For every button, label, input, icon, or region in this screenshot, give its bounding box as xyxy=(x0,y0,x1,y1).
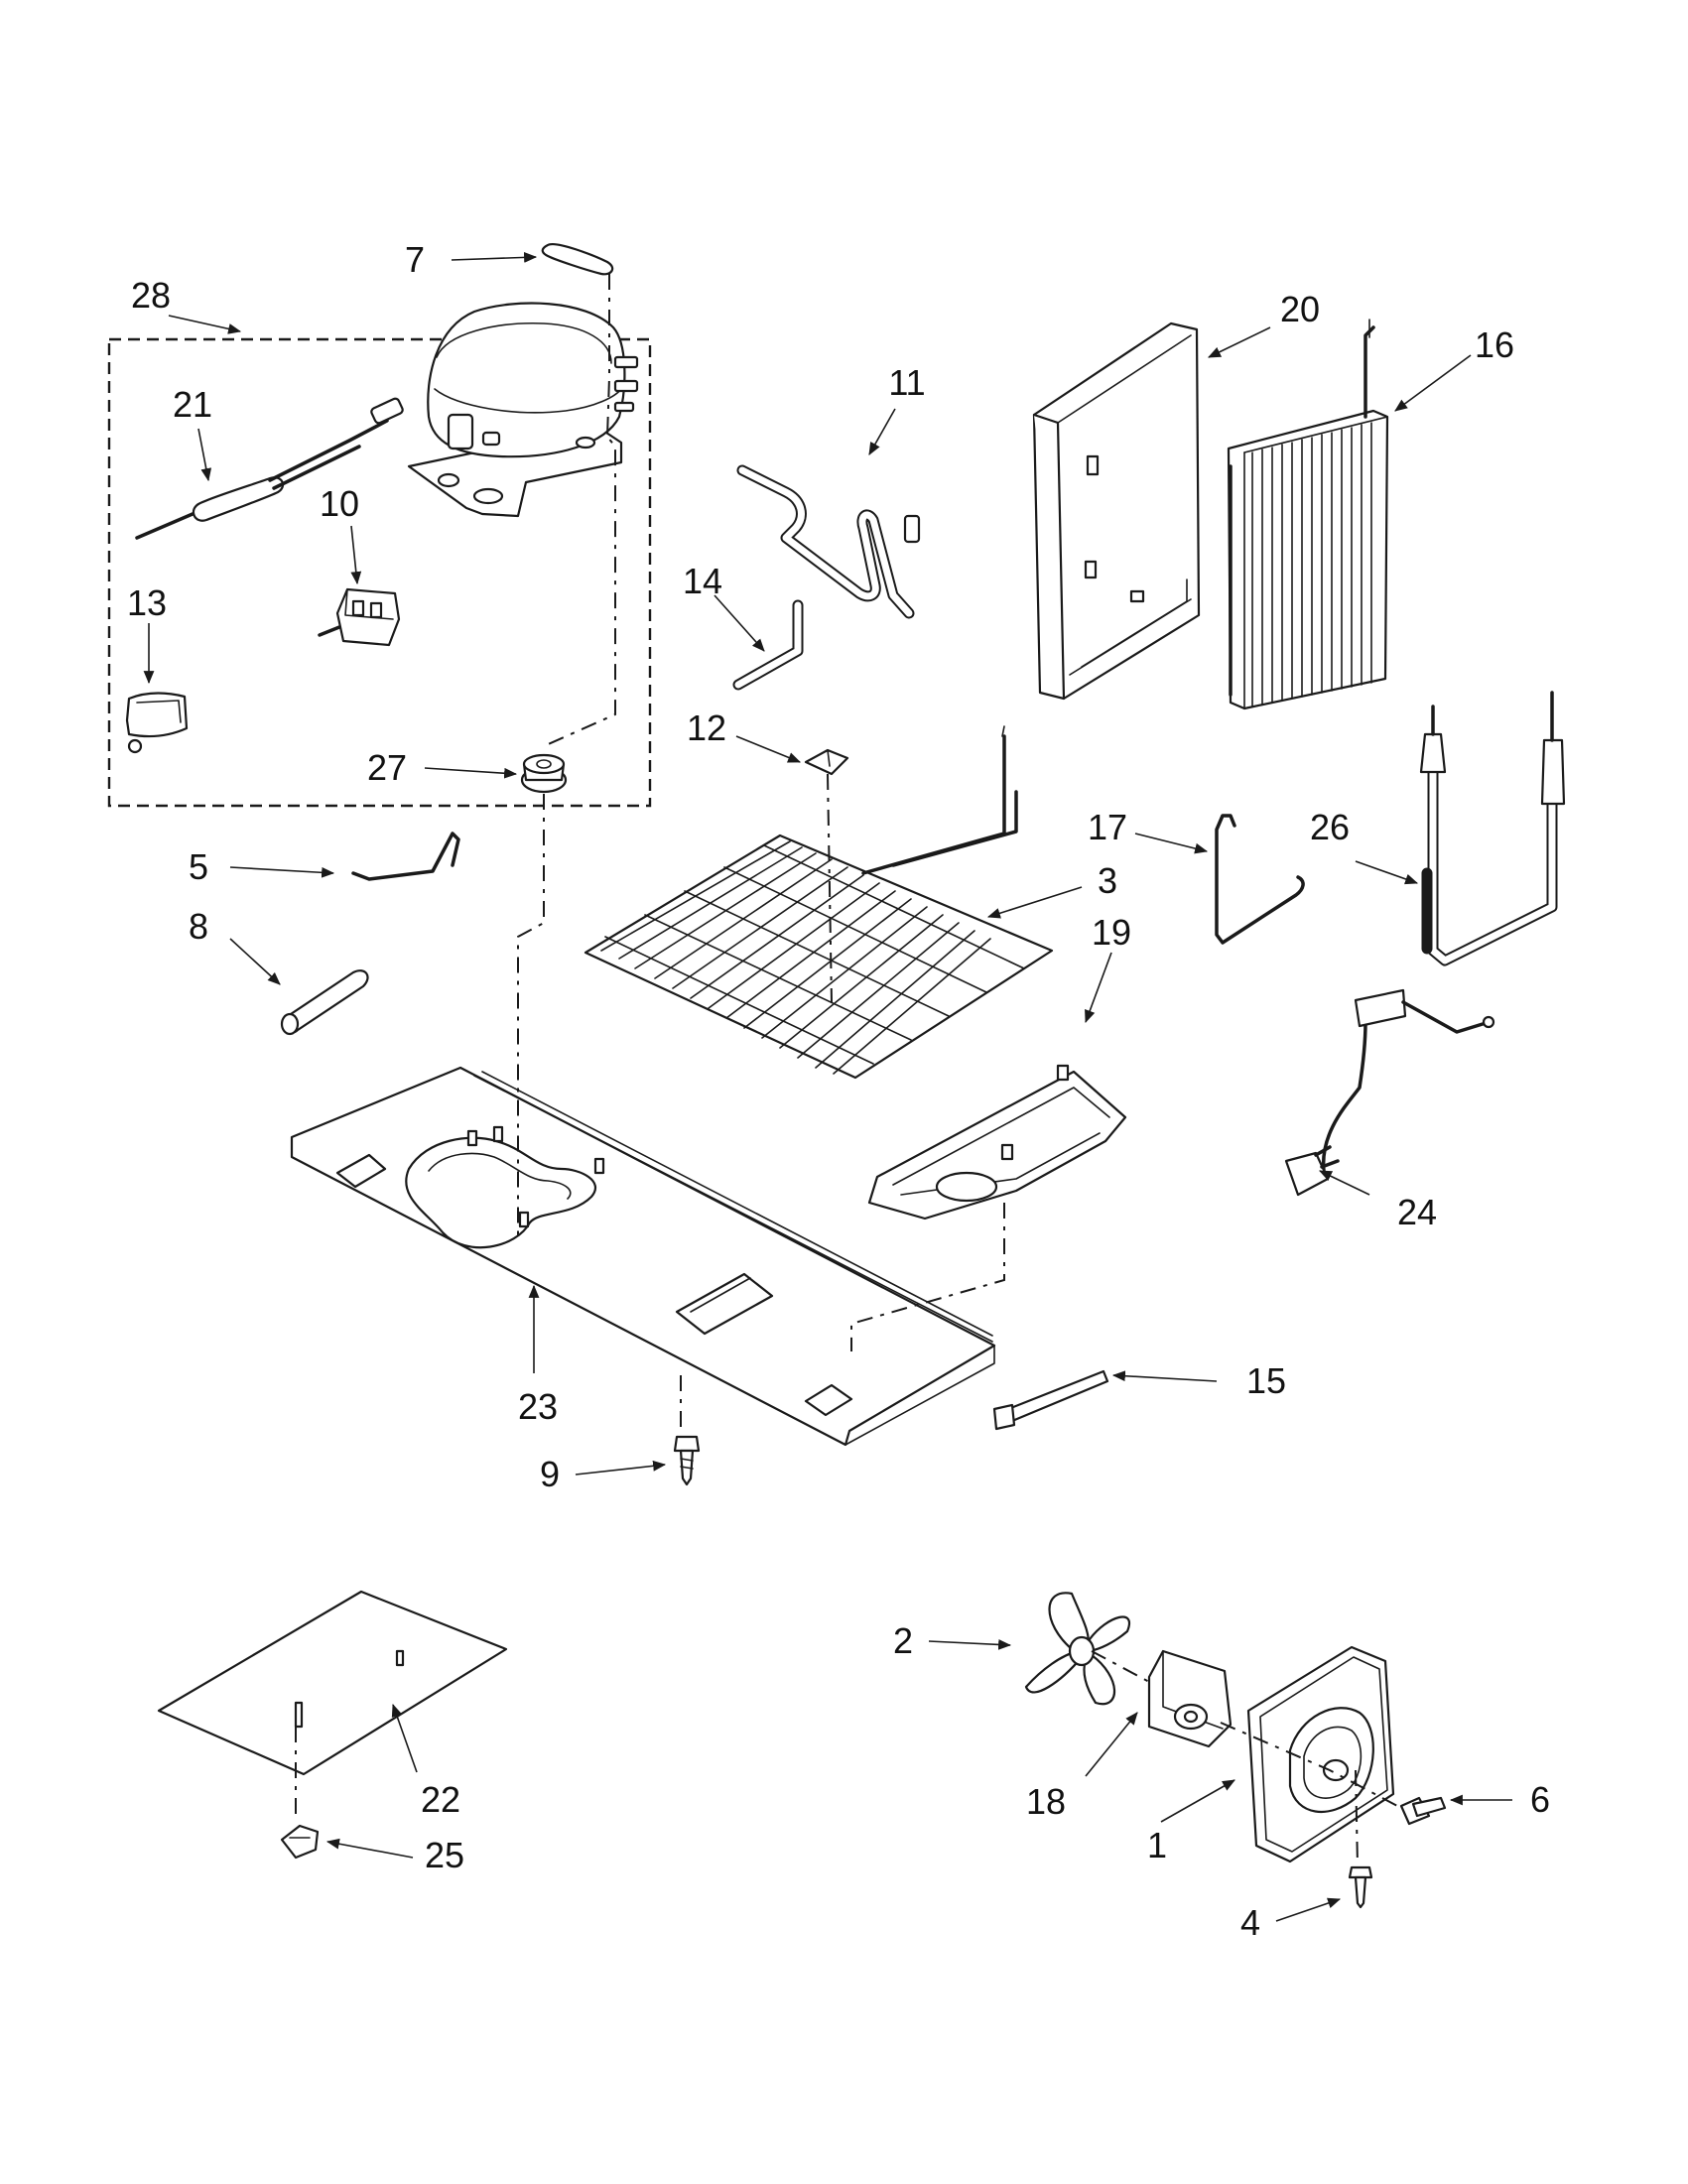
callout-12: 12 xyxy=(687,707,726,748)
compressor-assembly-boundary xyxy=(107,337,652,808)
compressor xyxy=(407,302,639,518)
callout-5: 5 xyxy=(189,846,208,887)
callout-13: 13 xyxy=(127,582,167,623)
callout-11: 11 xyxy=(888,362,925,403)
assembly-lines xyxy=(295,274,1402,1866)
leader-arrows xyxy=(143,252,1512,1922)
callout-10: 10 xyxy=(320,483,359,524)
callout-18: 18 xyxy=(1026,1781,1066,1822)
callout-8: 8 xyxy=(189,906,208,947)
part-9-screw xyxy=(673,1435,701,1486)
part-5-wire xyxy=(351,832,460,881)
part-25-foot xyxy=(280,1824,320,1860)
part-17-hanger xyxy=(1215,814,1305,945)
callout-23: 23 xyxy=(518,1386,558,1427)
callout-4: 4 xyxy=(1240,1902,1260,1943)
part-23-base-plate xyxy=(290,1066,996,1447)
callout-14: 14 xyxy=(683,561,722,601)
part-15-cable-tie xyxy=(992,1369,1109,1431)
callout-27: 27 xyxy=(367,747,407,788)
part-7-clip xyxy=(541,242,614,276)
part-26-tube xyxy=(1419,691,1566,966)
part-19-drain-pan xyxy=(867,1064,1127,1220)
callout-21: 21 xyxy=(173,384,212,425)
part-3-evaporator xyxy=(584,725,1054,1080)
callout-28: 28 xyxy=(131,275,171,316)
part-8-tube xyxy=(280,969,369,1036)
part-27-grommet xyxy=(520,753,568,794)
callout-7: 7 xyxy=(405,239,425,280)
part-20-cover xyxy=(1032,321,1201,701)
part-6-screw xyxy=(1399,1796,1447,1826)
callout-26: 26 xyxy=(1310,807,1350,847)
callout-3: 3 xyxy=(1098,860,1117,901)
part-13-cover xyxy=(125,692,189,754)
part-11-tube xyxy=(736,464,921,619)
part-1-fan-shroud xyxy=(1246,1645,1395,1863)
part-18-fan-motor xyxy=(1147,1649,1233,1748)
callout-17: 17 xyxy=(1088,807,1127,847)
part-16-condenser xyxy=(1227,319,1389,710)
callout-labels: 7 28 21 10 13 27 11 14 12 20 16 3 17 26 … xyxy=(127,239,1550,1943)
callout-22: 22 xyxy=(421,1779,460,1820)
part-12-clip xyxy=(804,748,849,776)
callout-2: 2 xyxy=(893,1620,913,1661)
callout-20: 20 xyxy=(1280,289,1320,329)
callout-19: 19 xyxy=(1092,912,1131,953)
callout-1: 1 xyxy=(1147,1825,1167,1865)
part-10-relay xyxy=(318,587,401,647)
part-14-tube xyxy=(732,599,804,691)
part-4-screw xyxy=(1348,1865,1373,1909)
callout-25: 25 xyxy=(425,1835,464,1875)
part-2-fan-blade xyxy=(1024,1592,1130,1706)
callout-15: 15 xyxy=(1246,1360,1286,1401)
callout-16: 16 xyxy=(1475,324,1514,365)
part-24-power-cord xyxy=(1284,988,1495,1197)
part-22-sheet xyxy=(157,1590,508,1776)
part-21-component xyxy=(135,397,404,540)
callout-6: 6 xyxy=(1530,1779,1550,1820)
callout-24: 24 xyxy=(1397,1192,1437,1232)
callout-9: 9 xyxy=(540,1454,560,1494)
